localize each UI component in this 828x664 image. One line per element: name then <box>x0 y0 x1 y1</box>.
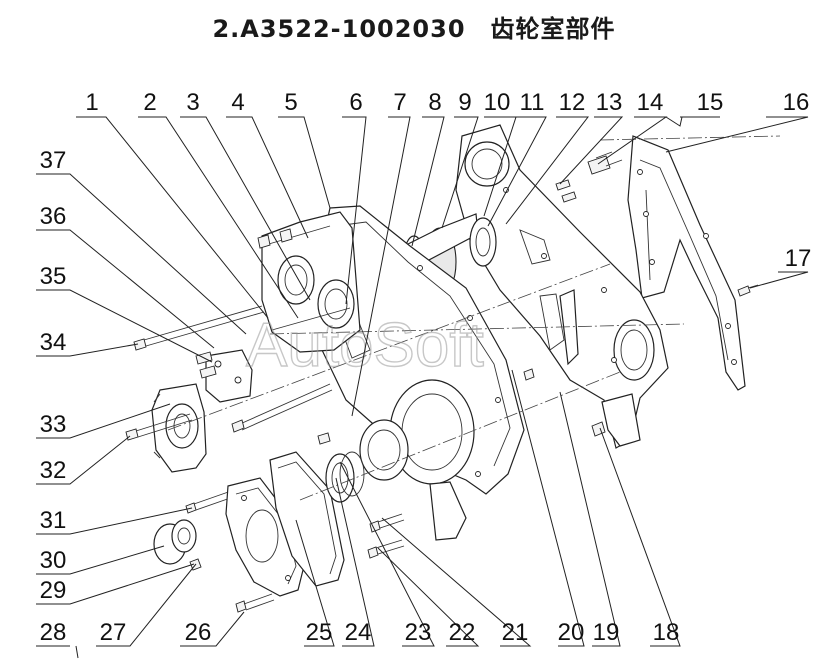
callout-15: 15 <box>697 89 724 116</box>
callout-1: 1 <box>85 89 98 116</box>
callout-24: 24 <box>345 619 372 646</box>
part-small-bracket <box>601 393 641 447</box>
callout-20: 20 <box>558 619 585 646</box>
part-front-cover <box>225 477 305 597</box>
callout-2: 2 <box>143 89 156 116</box>
callout-3: 3 <box>186 89 199 116</box>
callout-11: 11 <box>520 89 545 116</box>
part-pump-assembly <box>151 349 253 473</box>
callout-33: 33 <box>40 411 67 438</box>
callout-7: 7 <box>393 89 406 116</box>
callout-34: 34 <box>40 329 67 356</box>
part-17-bolt <box>737 284 759 297</box>
callout-5: 5 <box>284 89 297 116</box>
callout-6: 6 <box>349 89 362 116</box>
callout-13: 13 <box>596 89 623 116</box>
callout-9: 9 <box>458 89 471 116</box>
callout-10: 10 <box>484 89 511 116</box>
callout-25: 25 <box>306 619 333 646</box>
callout-29: 29 <box>40 577 67 604</box>
callout-21: 21 <box>502 619 529 646</box>
callout-8: 8 <box>428 89 441 116</box>
callout-19: 19 <box>593 619 620 646</box>
callout-35: 35 <box>40 263 67 290</box>
callout-22: 22 <box>449 619 476 646</box>
callout-28: 28 <box>40 619 67 646</box>
callout-17: 17 <box>785 245 812 272</box>
callout-18: 18 <box>653 619 680 646</box>
callout-12: 12 <box>559 89 586 116</box>
callout-26: 26 <box>185 619 212 646</box>
part-16-gasket <box>627 135 746 391</box>
part-30-cap <box>153 519 202 571</box>
part-rear-plate <box>455 124 669 449</box>
callout-16: 16 <box>783 89 810 116</box>
callout-23: 23 <box>405 619 432 646</box>
callout-31: 31 <box>40 507 67 534</box>
diagram-title: 2.A3522-1002030 齿轮室部件 <box>212 15 615 43</box>
axis-lines <box>167 135 781 501</box>
callout-37: 37 <box>40 147 67 174</box>
callout-4: 4 <box>231 89 244 116</box>
callout-labels: 1 2 3 4 5 6 7 8 9 10 11 12 13 14 15 16 1… <box>40 89 812 646</box>
callout-leaders <box>36 116 809 659</box>
part-25-gasket <box>269 451 345 587</box>
callout-36: 36 <box>40 203 67 230</box>
callout-32: 32 <box>40 457 67 484</box>
watermark: AutoSoft <box>246 311 484 380</box>
callout-30: 30 <box>40 547 67 574</box>
part-13-14-studs <box>555 151 623 203</box>
callout-27: 27 <box>100 619 127 646</box>
part-gear-housing <box>311 205 525 541</box>
callout-14: 14 <box>637 89 664 116</box>
